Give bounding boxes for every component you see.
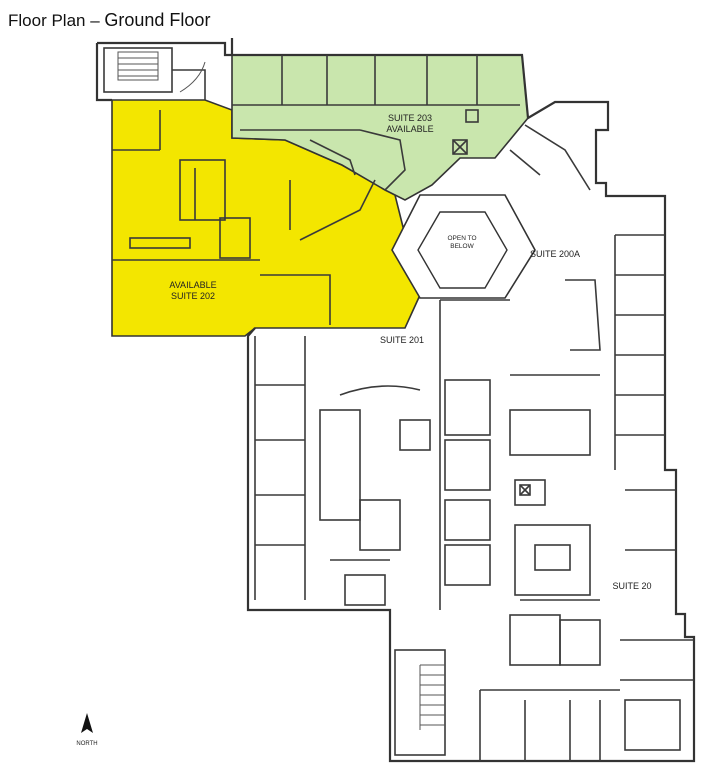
stair-bottom [394, 649, 446, 756]
suite-203-status: AVAILABLE [386, 124, 433, 134]
open-to-below [391, 194, 536, 299]
open-to-below-line2: BELOW [450, 243, 474, 250]
suite-202-walls [112, 110, 376, 325]
title-floor: Ground Floor [104, 10, 211, 30]
suite-203-walls [232, 55, 520, 191]
suite-20-label: SUITE 20 [612, 581, 651, 591]
center-rooms [439, 299, 601, 666]
suite-202-name: SUITE 202 [171, 291, 215, 301]
stair-top-left [103, 47, 206, 100]
north-label: NORTH [76, 741, 97, 747]
suite-201-label: SUITE 201 [380, 335, 424, 345]
north-arrow-icon [81, 713, 93, 733]
building-outline [97, 38, 696, 763]
title-prefix: Floor Plan – [8, 11, 105, 30]
suite-203-name: SUITE 203 [388, 113, 432, 123]
open-to-below-line1: OPEN TO [447, 235, 476, 242]
bottom-rooms [479, 689, 620, 761]
suite-200a-label: SUITE 200A [530, 249, 580, 259]
suite-201-walls [254, 336, 431, 606]
page-title: Floor Plan – Ground Floor [8, 10, 210, 31]
suite-202-status: AVAILABLE [169, 280, 216, 290]
suite-200a-walls [509, 124, 694, 751]
